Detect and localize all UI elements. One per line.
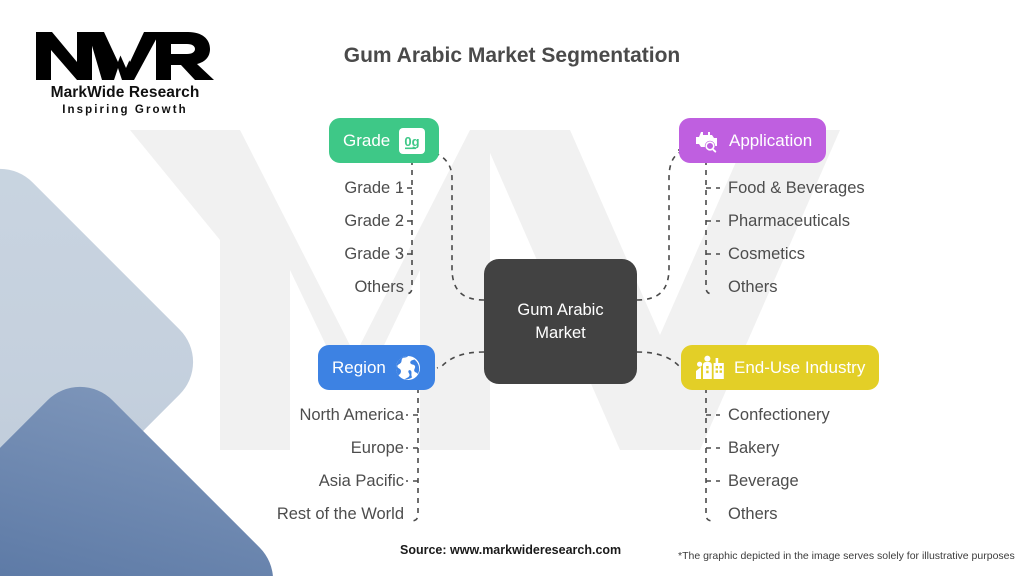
center-node[interactable]: Gum Arabic Market: [484, 259, 637, 384]
globe-icon: [395, 355, 421, 381]
branch-node-grade[interactable]: Grade 0g: [329, 118, 440, 163]
list-item[interactable]: Asia Pacific: [318, 472, 404, 490]
branch-label-region: Region: [332, 357, 386, 377]
source-line[interactable]: Source: www.markwideresearch.com: [400, 543, 622, 557]
logo-mark-icon: [36, 30, 214, 80]
list-item[interactable]: Others: [354, 278, 404, 296]
page-title: Gum Arabic Market Segmentation: [343, 44, 681, 67]
branch-label-enduse: End-Use Industry: [734, 357, 866, 377]
subitem-list-application: Food & Beverages Pharmaceuticals Cosmeti…: [728, 172, 978, 304]
branch-node-region[interactable]: Region: [318, 345, 435, 390]
brand-tagline: Inspiring Growth: [62, 104, 188, 116]
list-item[interactable]: Grade 3: [344, 245, 404, 263]
list-item[interactable]: Grade 1: [344, 179, 404, 197]
center-node-label: Gum Arabic Market: [517, 300, 604, 342]
branch-node-application[interactable]: Application: [679, 118, 827, 163]
brand-logo: MarkWide Research Inspiring Growth: [30, 28, 220, 116]
list-item[interactable]: Others: [728, 278, 778, 296]
list-item[interactable]: Food & Beverages: [728, 179, 865, 197]
disclaimer-text: *The graphic depicted in the image serve…: [678, 550, 1015, 562]
list-item[interactable]: Confectionery: [728, 406, 830, 424]
brand-name: MarkWide Research: [50, 84, 200, 101]
grade-badge-icon: 0g: [399, 127, 426, 154]
branch-label-grade: Grade: [343, 130, 391, 150]
list-item[interactable]: North America: [299, 406, 404, 424]
list-item[interactable]: Others: [728, 505, 778, 523]
list-item[interactable]: Beverage: [728, 472, 799, 490]
list-item[interactable]: Europe: [350, 439, 404, 457]
list-item[interactable]: Bakery: [728, 439, 780, 457]
list-item[interactable]: Pharmaceuticals: [728, 212, 850, 230]
subitem-list-region: North America Europe Asia Pacific Rest o…: [140, 399, 404, 531]
subitem-list-enduse: Confectionery Bakery Beverage Others: [728, 399, 978, 531]
list-item[interactable]: Grade 2: [344, 212, 404, 230]
branch-node-enduse[interactable]: End-Use Industry: [681, 345, 880, 390]
svg-text:0g: 0g: [405, 134, 420, 149]
list-item[interactable]: Rest of the World: [276, 505, 404, 523]
engine-search-icon: [693, 128, 721, 154]
subitem-list-grade: Grade 1 Grade 2 Grade 3 Others: [240, 172, 404, 304]
list-item[interactable]: Cosmetics: [728, 245, 806, 263]
factory-icon: [695, 355, 725, 381]
branch-label-application: Application: [729, 130, 813, 150]
